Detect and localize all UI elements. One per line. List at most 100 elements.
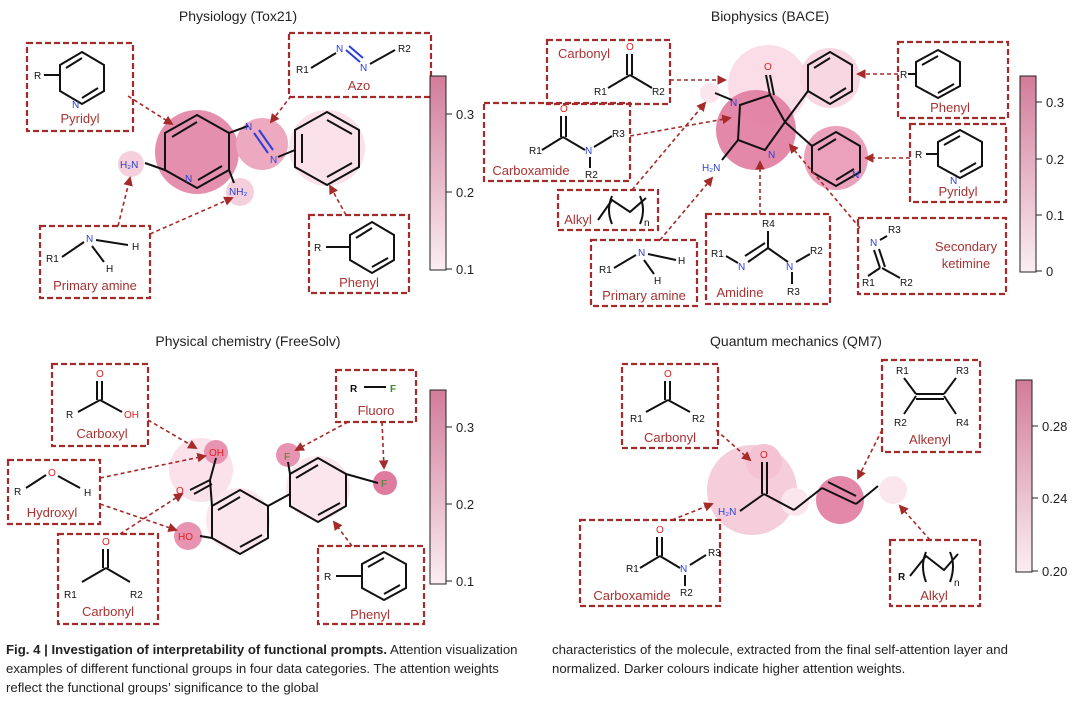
arrow xyxy=(898,504,931,541)
atom-label: N xyxy=(72,100,79,111)
arrow xyxy=(715,429,752,462)
attention-circle xyxy=(373,471,397,495)
colorbar-tox21: 0.3 0.2 0.1 xyxy=(429,75,474,277)
atom-label: N xyxy=(245,122,252,133)
arrow xyxy=(117,176,133,227)
atom-label: H xyxy=(654,276,661,287)
atom-label: R xyxy=(900,70,907,81)
group-box-carbonyl: Carbonyl O R1 R2 xyxy=(545,38,672,106)
figure-4: .t { font-family:"Liberation Sans", sans… xyxy=(6,8,1067,626)
atom-label: R4 xyxy=(762,219,775,230)
panel-freesolv: Physical chemistry (FreeSolv) OH O HO F … xyxy=(6,333,474,626)
tick-label: 0.2 xyxy=(456,185,474,200)
attention-circle xyxy=(155,110,239,194)
atom-label: R2 xyxy=(585,170,598,181)
atom-label: R2 xyxy=(398,44,411,55)
atom-label: R1 xyxy=(296,65,309,76)
group-label: Phenyl xyxy=(339,275,379,290)
colorbar-qm7: 0.28 0.24 0.20 xyxy=(1015,379,1067,579)
group-label: Carbonyl xyxy=(558,46,610,61)
attention-circle xyxy=(746,444,782,480)
arrow xyxy=(671,502,714,521)
atom-label: H xyxy=(106,264,113,275)
panel-title-qm7: Quantum mechanics (QM7) xyxy=(710,333,882,349)
attention-circle xyxy=(289,110,365,186)
group-label: Carboxamide xyxy=(492,163,569,178)
panel-bace: Biophysics (BACE) O N N H₂N N Carbonyl O xyxy=(482,8,1064,308)
atom-label: H₂N xyxy=(718,507,736,518)
atom-label: R xyxy=(898,572,906,583)
atom-label: N xyxy=(585,146,592,157)
tick-label: 0.3 xyxy=(456,107,474,122)
colorbar-freesolv: 0.3 0.2 0.1 xyxy=(429,389,474,589)
arrow xyxy=(378,421,389,470)
atom-label: N xyxy=(738,262,745,273)
group-box-alkyl-qm: R n Alkyl xyxy=(888,538,982,608)
group-label: Hydroxyl xyxy=(27,505,78,520)
arrow xyxy=(127,95,174,126)
tick-label: 0.28 xyxy=(1042,419,1067,434)
group-box-carboxamide: O R1 N R3 R2 Carboxamide xyxy=(482,101,632,183)
tick-label: 0.20 xyxy=(1042,564,1067,579)
arrow xyxy=(329,184,347,216)
group-label: Azo xyxy=(348,78,370,93)
arrow xyxy=(147,419,198,449)
group-label: Carbonyl xyxy=(82,604,134,619)
attention-circle xyxy=(206,488,270,552)
group-label: Phenyl xyxy=(930,100,970,115)
atom-label: O xyxy=(176,486,184,497)
atom-label: N xyxy=(360,63,367,74)
attention-circle xyxy=(816,476,864,524)
atom-label: R2 xyxy=(130,590,143,601)
atom-label: N xyxy=(786,262,793,273)
arrow xyxy=(99,452,207,479)
group-box-phenyl-fs: R Phenyl xyxy=(316,544,426,626)
group-box-phenyl-bace: R Phenyl xyxy=(896,40,1010,120)
atom-label: N xyxy=(336,44,343,55)
atom-label: N xyxy=(950,176,957,187)
atom-label: N xyxy=(86,234,93,245)
tick-label: 0 xyxy=(1046,264,1053,279)
atom-label: R3 xyxy=(708,548,721,559)
tick-label: 0.1 xyxy=(456,574,474,589)
arrow xyxy=(629,114,732,137)
arrow xyxy=(99,503,178,533)
panel-qm7: Quantum mechanics (QM7) O H₂N O R1 R2 Ca… xyxy=(578,333,1067,608)
atom-label: H xyxy=(132,242,139,253)
atom-label: NH₂ xyxy=(229,187,247,198)
figure-label: Fig. 4 | Investigation of interpretabili… xyxy=(6,642,388,657)
tick-label: 0.1 xyxy=(1046,208,1064,223)
caption-text: Attention visualization examples of diff… xyxy=(6,642,518,695)
atom-label: R xyxy=(14,487,21,498)
atom-label: O xyxy=(626,42,634,53)
panel-title-freesolv: Physical chemistry (FreeSolv) xyxy=(155,333,340,349)
atom-label: R2 xyxy=(680,588,693,599)
group-box-pyridyl-bace: R N Pyridyl xyxy=(908,122,1008,204)
atom-label: R3 xyxy=(956,366,969,377)
attention-circle xyxy=(174,522,202,550)
atom-label: R1 xyxy=(64,590,77,601)
group-box-phenyl: R Phenyl xyxy=(307,213,411,295)
group-label: Primary amine xyxy=(602,288,686,303)
atom-label: R1 xyxy=(599,265,612,276)
atom-label: R1 xyxy=(896,366,909,377)
atom-label: R xyxy=(915,150,922,161)
arrow xyxy=(119,492,184,535)
atom-label: n xyxy=(954,578,960,589)
panel-title-bace: Biophysics (BACE) xyxy=(711,8,829,24)
atom-label: F xyxy=(381,479,387,490)
group-box-primary-amine: R1 N H H Primary amine xyxy=(38,224,152,300)
arrow xyxy=(149,196,234,235)
group-box-amidine: R4 N N R1 R2 R3 Amidine xyxy=(704,212,832,306)
group-label: Carboxyl xyxy=(76,426,127,441)
arrow xyxy=(631,101,707,191)
atom-label: R xyxy=(350,384,358,395)
group-label: Fluoro xyxy=(358,403,395,418)
tick-label: 0.3 xyxy=(1046,95,1064,110)
atom-label: n xyxy=(644,218,650,229)
group-box-alkenyl: R1 R3 R2 R4 Alkenyl xyxy=(880,358,982,454)
group-label: Phenyl xyxy=(350,607,390,622)
atom-label: R1 xyxy=(862,278,875,289)
group-label: Primary amine xyxy=(53,278,137,293)
